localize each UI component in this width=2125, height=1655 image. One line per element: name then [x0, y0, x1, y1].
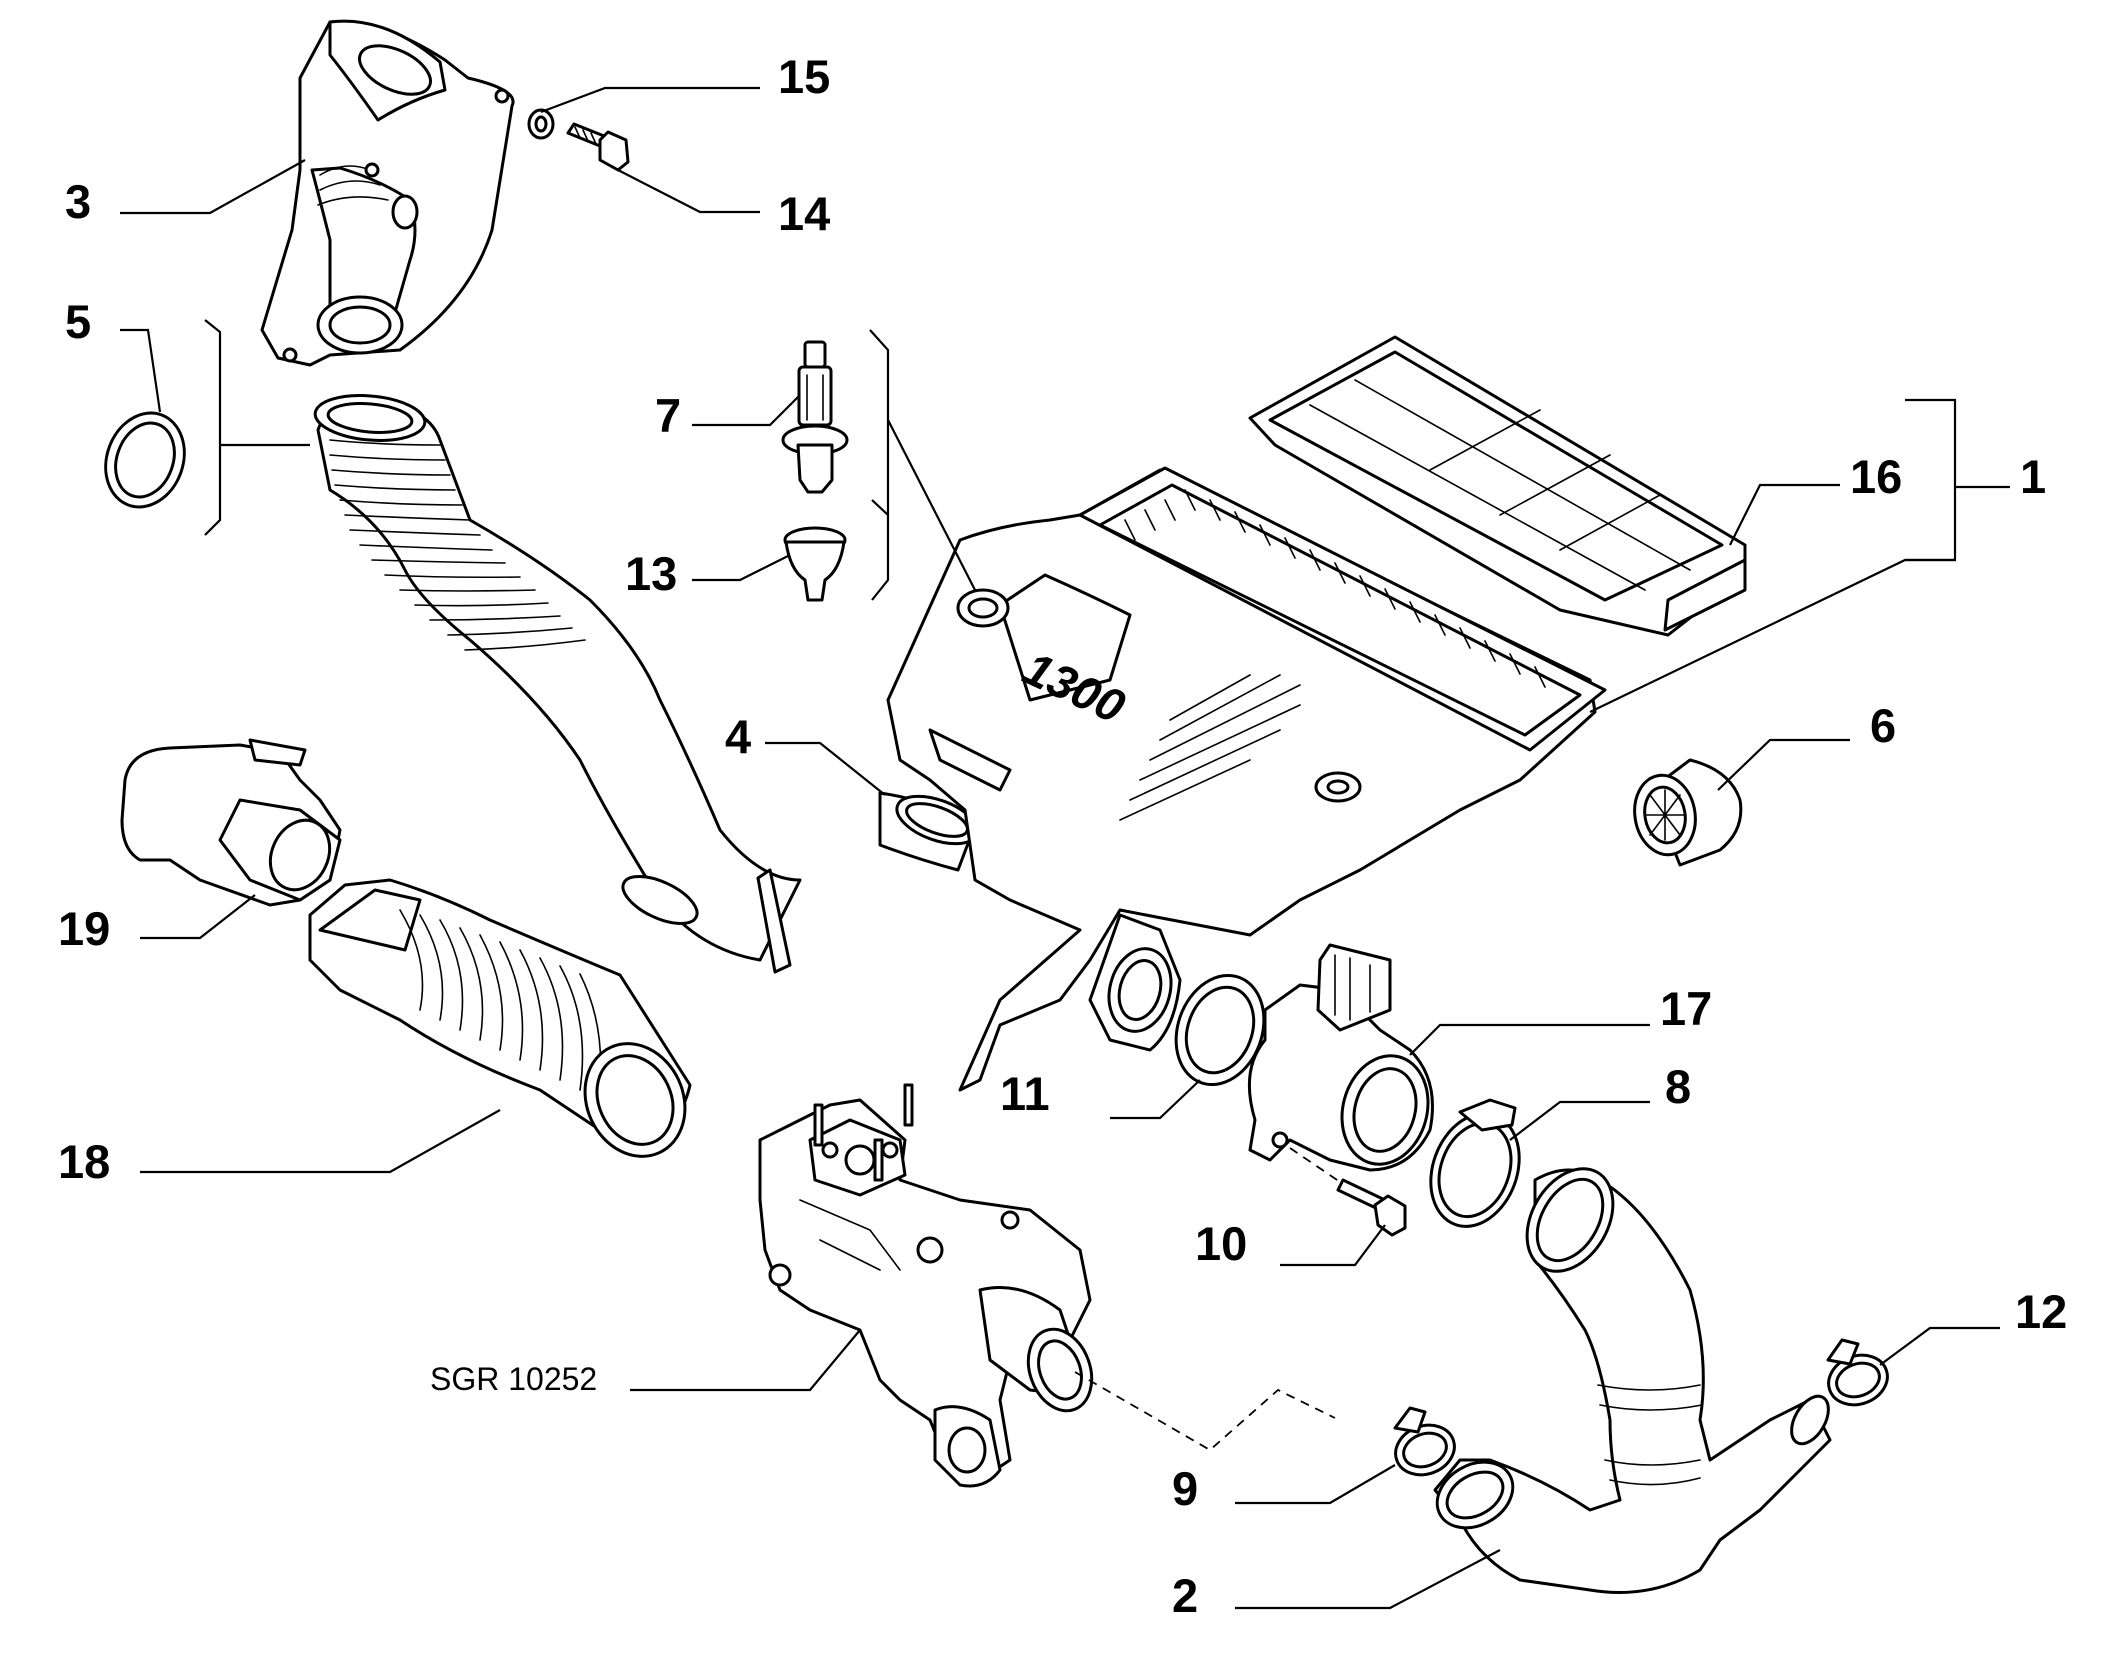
leader-7 — [692, 394, 801, 427]
part-2-outlet-hose — [1433, 1167, 1832, 1594]
leader-14 — [617, 169, 760, 214]
leader-10 — [1280, 1224, 1386, 1267]
callout-3: 3 — [65, 175, 91, 228]
part-9-small-clamp — [1393, 1406, 1456, 1477]
callout-11: 11 — [1000, 1067, 1050, 1120]
leader-11 — [1110, 1079, 1201, 1120]
callout-18: 18 — [58, 1135, 110, 1188]
leader-13 — [692, 554, 791, 582]
part-13-grommet — [783, 526, 847, 602]
callout-1: 1 — [2020, 450, 2046, 503]
part-6-resonator-cap — [1633, 758, 1743, 867]
callout-14: 14 — [778, 187, 830, 240]
callout-2: 2 — [1172, 1569, 1198, 1622]
leader-9 — [1235, 1464, 1396, 1505]
part-15-washer — [527, 108, 555, 140]
leader-3 — [120, 159, 306, 215]
leader-6 — [1717, 738, 1850, 791]
leader-18 — [140, 1109, 501, 1174]
leader-15 — [540, 86, 760, 114]
turbocharger-reference-part — [758, 1083, 1094, 1488]
callout-15: 15 — [778, 50, 830, 103]
reference-code: SGR 10252 — [430, 1361, 597, 1397]
part-1-airbox-housing: 1300 — [886, 466, 1607, 1092]
callout-7: 7 — [655, 389, 681, 442]
part-5-o-ring — [104, 411, 186, 509]
part-19-connector-housing — [120, 738, 342, 907]
callout-4: 4 — [725, 710, 751, 763]
callout-5: 5 — [65, 295, 91, 348]
corrugated-intake-hose — [313, 394, 802, 974]
part-17-air-mass-sensor — [1247, 943, 1434, 1172]
assembly-centerline — [1074, 1371, 1336, 1452]
callout-17: 17 — [1660, 982, 1712, 1035]
callout-13: 13 — [625, 547, 677, 600]
part-4-elbow-connector — [878, 791, 979, 872]
leader-1b — [1589, 558, 1955, 713]
leader-12 — [1879, 1326, 2000, 1366]
callout-8: 8 — [1665, 1060, 1691, 1113]
part-10-screw — [1289, 1147, 1407, 1237]
part-18-bellows-duct — [308, 878, 692, 1158]
callout-12: 12 — [2015, 1285, 2067, 1338]
part-12-small-clamp — [1826, 1338, 1889, 1407]
leader-19 — [140, 894, 256, 940]
callout-16: 16 — [1850, 450, 1902, 503]
leader-2 — [1235, 1549, 1501, 1610]
part-14-bolt — [566, 122, 630, 172]
bracket-part-5 — [204, 319, 222, 536]
leader-4 — [765, 741, 886, 796]
callout-9: 9 — [1172, 1462, 1198, 1515]
part-8-hose-clamp — [1429, 1098, 1521, 1228]
callout-6: 6 — [1870, 699, 1896, 752]
leader-sgr — [630, 1329, 861, 1392]
leader-16 — [1729, 483, 1840, 546]
callout-19: 19 — [58, 902, 110, 955]
part-16-filter-element — [1248, 335, 1747, 637]
leader-8 — [1509, 1100, 1650, 1141]
callout-10: 10 — [1195, 1217, 1247, 1270]
leader-17 — [1409, 1023, 1650, 1056]
part-11-gasket — [1174, 973, 1266, 1087]
leader-5 — [120, 328, 162, 413]
bracket-part-7-13 — [869, 329, 890, 601]
leader-bracket-to-housing — [887, 419, 976, 591]
part-7-mounting-stud — [781, 340, 849, 494]
part-3-intake-duct — [260, 19, 515, 367]
bracket-part-1 — [1905, 398, 1957, 562]
